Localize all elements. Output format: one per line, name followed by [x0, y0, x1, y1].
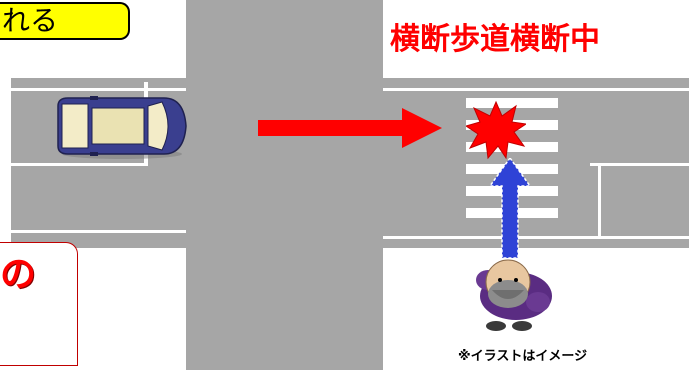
- elderly-pedestrian-icon: [476, 259, 552, 331]
- title-fragment: れる: [2, 4, 59, 37]
- crosswalk-stripe: [466, 98, 558, 108]
- right-stop-line: [598, 163, 601, 238]
- up-arrow-icon: [490, 158, 530, 258]
- right-lane-edge-top: [383, 88, 689, 91]
- right-center-line: [590, 163, 689, 166]
- car-top-view-icon: [57, 96, 187, 159]
- right-arrow-icon: [258, 108, 442, 148]
- title-label: れる: [0, 2, 130, 40]
- partial-label-box: の: [0, 242, 78, 366]
- partial-label-text: の: [0, 254, 37, 295]
- illustration-note: ※イラストはイメージ: [458, 349, 588, 364]
- right-lane-edge-bottom: [383, 236, 689, 239]
- situation-label: 横断歩道横断中: [390, 22, 600, 57]
- left-center-line: [11, 163, 146, 166]
- left-lane-edge-bottom: [11, 230, 186, 233]
- collision-burst-icon: [466, 100, 526, 160]
- left-lane-edge-top: [11, 88, 186, 91]
- crosswalk-stripe: [466, 142, 558, 152]
